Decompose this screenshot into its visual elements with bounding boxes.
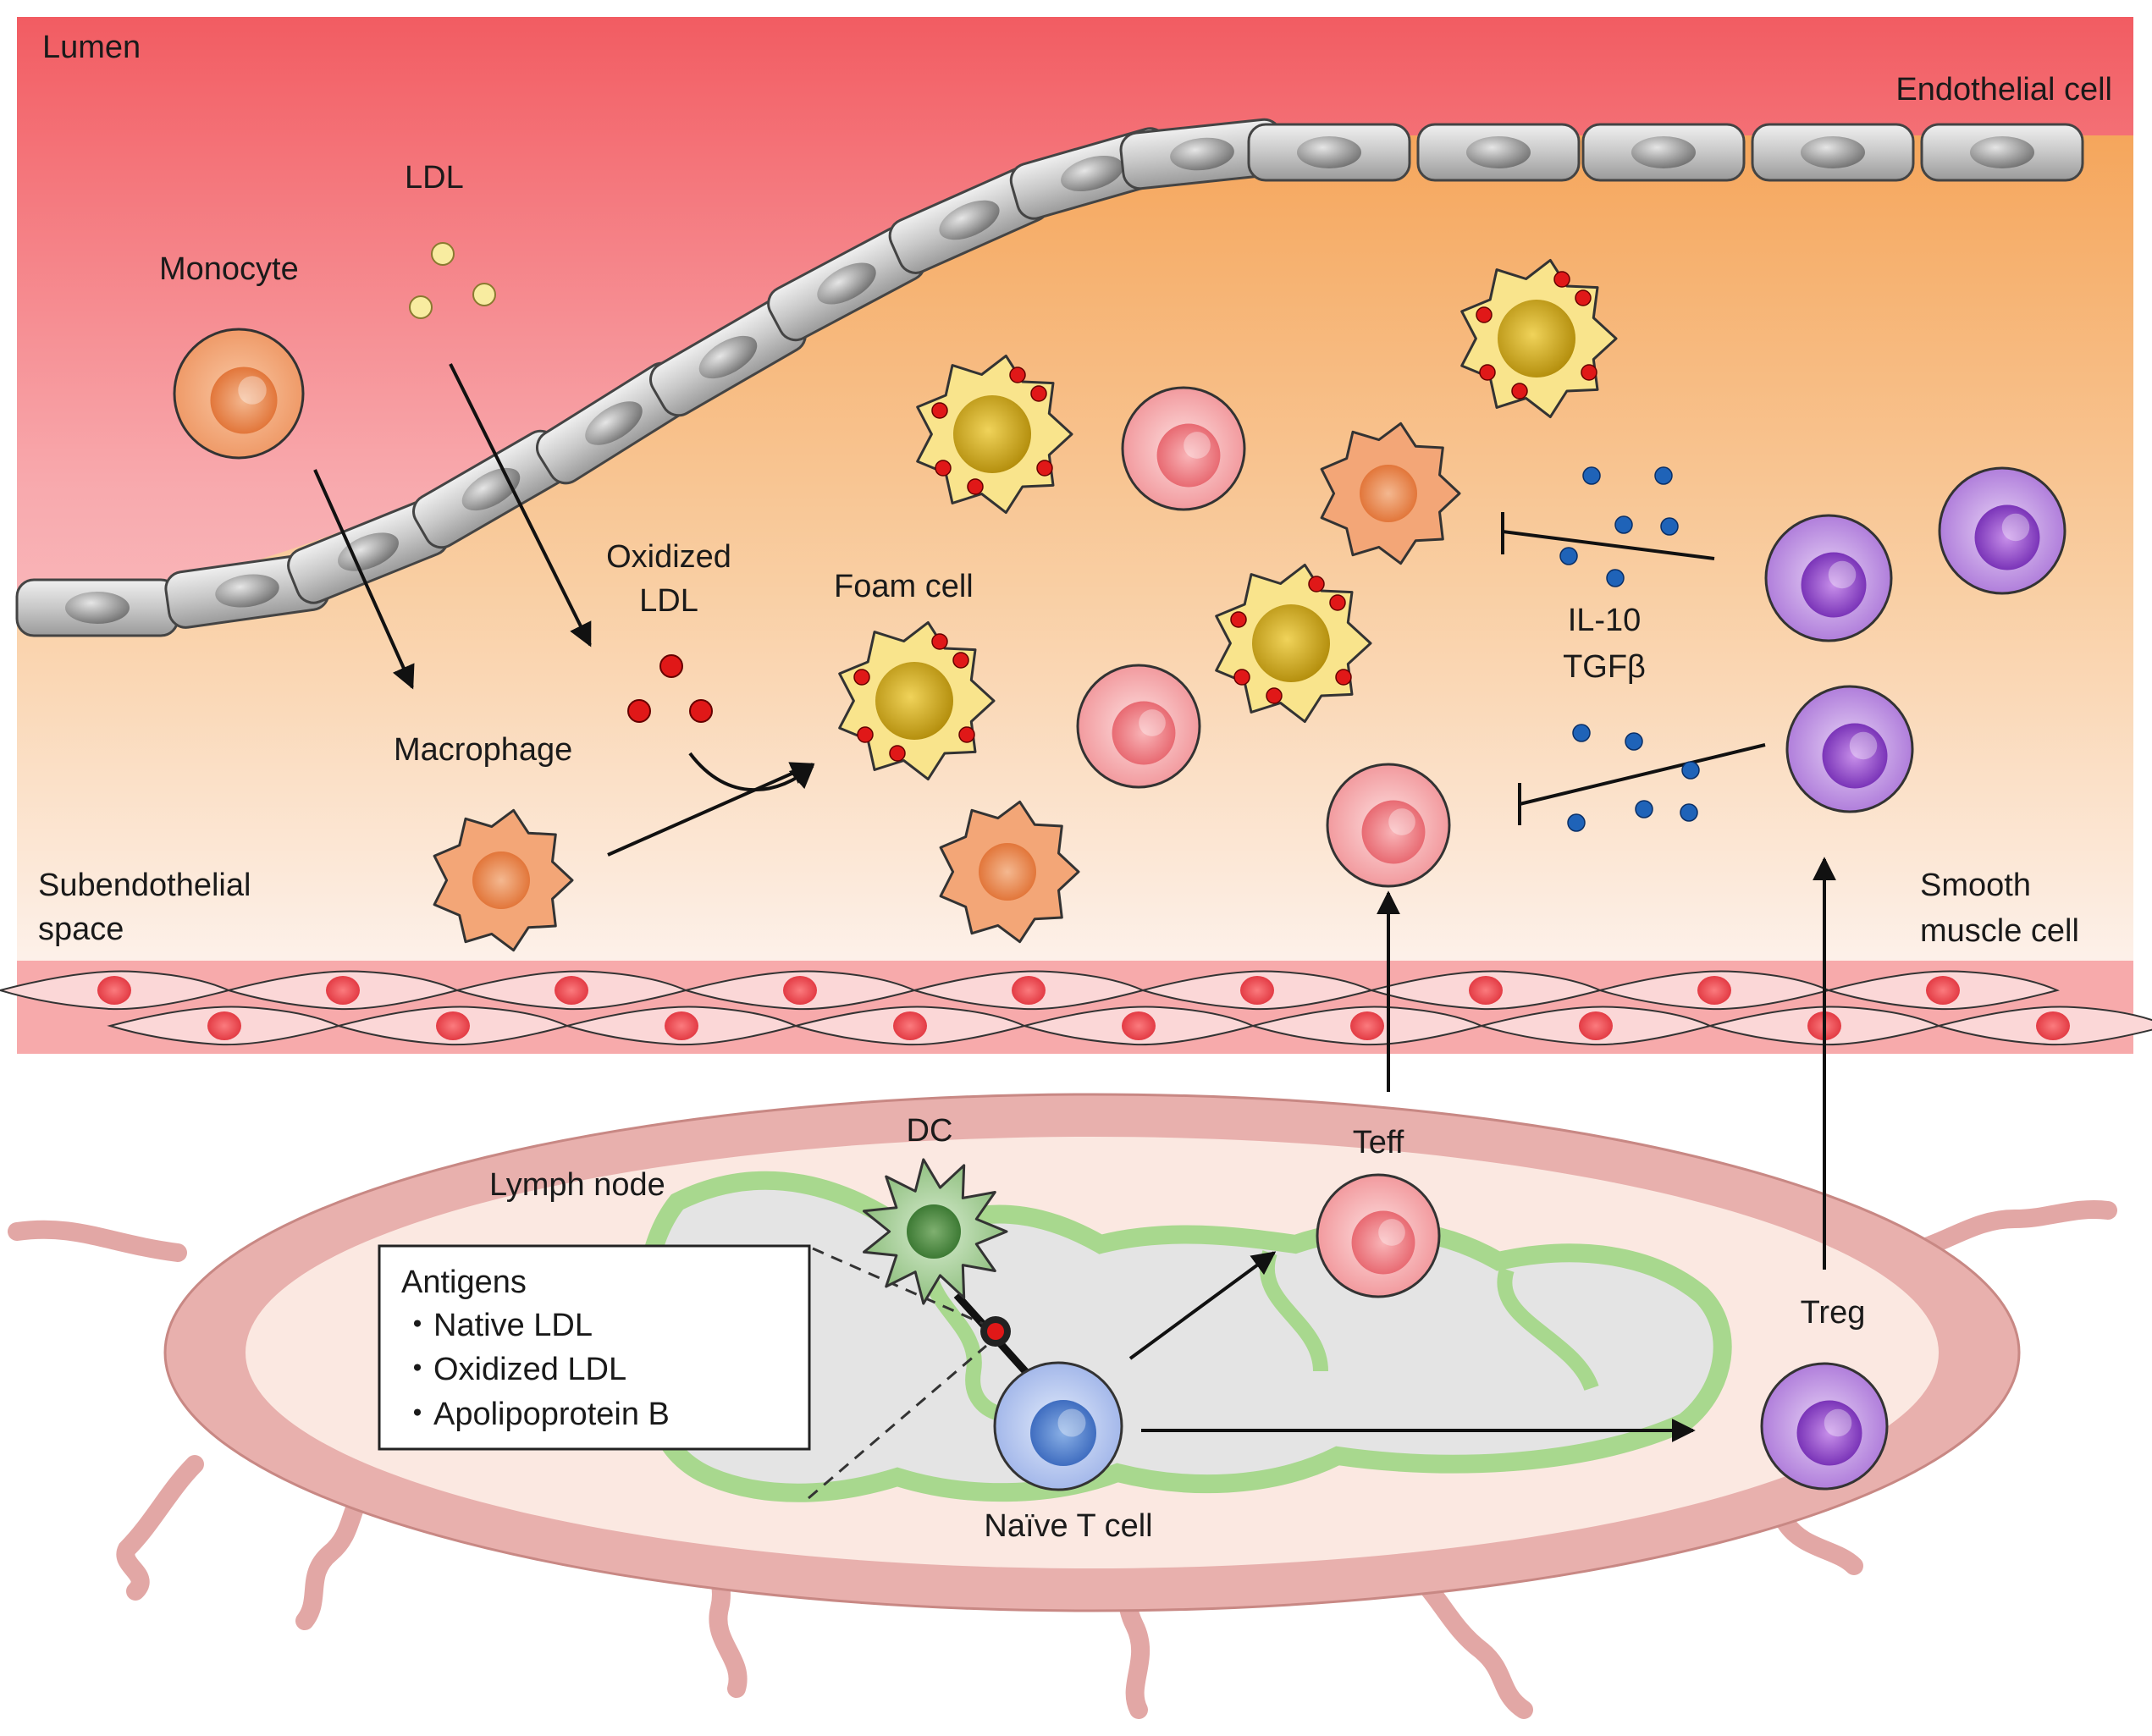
label-oxidized-ldl-line2: LDL (639, 583, 698, 619)
label-ldl: LDL (405, 160, 464, 196)
smooth-muscle-cells (0, 970, 2152, 1046)
smooth-muscle-cell (1368, 970, 1603, 1011)
arrow-ldl-to-oxldl (449, 363, 592, 648)
macrophage-cell (1320, 422, 1461, 565)
label-monocyte: Monocyte (159, 251, 299, 287)
endothelial-cell (1920, 123, 2084, 182)
teff-cell (1316, 1173, 1441, 1298)
antigen-item-apob: ・Apolipoprotein B (401, 1397, 670, 1432)
inhibit-line-2 (1519, 743, 1766, 806)
endothelial-cells (15, 118, 2084, 637)
arrow-naive-to-teff (1128, 1251, 1277, 1360)
teff-cell (1121, 386, 1246, 511)
treg-cell (1785, 685, 1914, 813)
treg-cell (1760, 1362, 1889, 1491)
arrow-monocyte-to-macrophage (313, 469, 415, 690)
foam-cell (838, 620, 996, 781)
label-naive-t-cell: Naïve T cell (984, 1508, 1152, 1544)
foam-cell (916, 354, 1073, 515)
smooth-muscle-cell (682, 970, 917, 1011)
smooth-muscle-cell (1825, 970, 2060, 1011)
arrows (313, 363, 1836, 1442)
smooth-muscle-cell (564, 1006, 798, 1046)
smooth-muscle-cell (335, 1006, 570, 1046)
label-subendothelial-line1: Subendothelial (38, 868, 251, 903)
smooth-muscle-cell (792, 1006, 1027, 1046)
naive-t-cell (993, 1361, 1123, 1491)
label-oxidized-ldl-line1: Oxidized (606, 539, 731, 575)
endothelial-cell (888, 166, 1051, 274)
label-smooth-muscle-line1: Smooth (1920, 868, 2031, 903)
arrow-macrophage-to-foam (607, 762, 815, 857)
treg-cell (1764, 514, 1893, 642)
endothelial-cell (287, 499, 450, 604)
label-lumen: Lumen (42, 30, 141, 65)
endothelial-cell (1416, 123, 1581, 182)
monocyte-cell (173, 328, 305, 460)
macrophage-cell (939, 800, 1080, 944)
inhibit-line-1 (1502, 530, 1715, 560)
antigen-item-native-ldl: ・Native LDL (401, 1308, 593, 1343)
antigens-title: Antigens (401, 1265, 527, 1300)
label-il10: IL-10 (1568, 603, 1642, 638)
label-lymph-node: Lymph node (489, 1167, 665, 1203)
labels: Lumen Endothelial cell LDL Monocyte Oxid… (38, 30, 2112, 1544)
smooth-muscle-cell (1935, 1006, 2152, 1046)
endothelial-cell (1751, 123, 1915, 182)
label-smooth-muscle-line2: muscle cell (1920, 913, 2079, 949)
label-endothelial-cell: Endothelial cell (1895, 72, 2112, 107)
smooth-muscle-cell (1597, 970, 1831, 1011)
foam-cell (1460, 258, 1618, 419)
cytokine-dots (1559, 466, 1700, 832)
label-teff: Teff (1353, 1125, 1404, 1160)
ldl-particles (409, 242, 496, 319)
label-subendothelial-line2: space (38, 912, 124, 947)
cells (173, 242, 2066, 1491)
label-dc: DC (907, 1113, 953, 1149)
label-tgfb: TGFβ (1563, 649, 1646, 685)
dashed-lines (808, 1247, 996, 1500)
treg-cell (1938, 466, 2066, 595)
smooth-muscle-cell (107, 1006, 341, 1046)
antigen-item-oxidized-ldl: ・Oxidized LDL (401, 1352, 626, 1387)
endothelial-cell (1247, 123, 1411, 182)
teff-cell (1326, 763, 1451, 888)
endothelial-cell (15, 578, 179, 637)
antigens-box: Antigens ・Native LDL ・Oxidized LDL ・Apol… (378, 1244, 811, 1451)
label-treg: Treg (1801, 1295, 1866, 1331)
arrow-oxldl-to-foam (688, 752, 815, 792)
label-macrophage: Macrophage (394, 732, 572, 768)
smooth-muscle-cell (0, 970, 231, 1011)
label-foam-cell: Foam cell (834, 569, 974, 604)
macrophage-cell (433, 808, 574, 952)
foam-cell (1215, 563, 1372, 724)
smooth-muscle-cell (1139, 970, 1374, 1011)
teff-cell (1076, 664, 1201, 789)
smooth-muscle-cell (1021, 1006, 1255, 1046)
dendritic-cell (863, 1158, 1008, 1305)
antigen-presentation-contact (980, 1316, 1011, 1347)
endothelial-cell (1119, 118, 1285, 190)
endothelial-cell (1581, 123, 1746, 182)
oxidized-ldl-particles (627, 654, 713, 723)
